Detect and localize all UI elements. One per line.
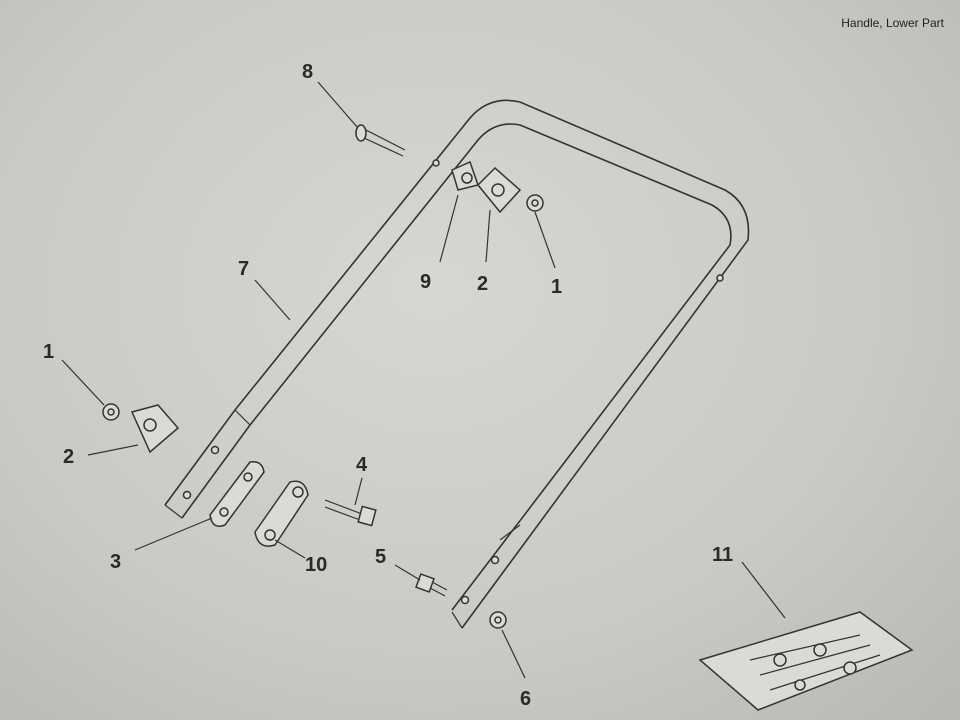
callout-1-top: 1 xyxy=(551,276,562,298)
callout-6: 6 xyxy=(520,688,531,710)
part-4-bolt xyxy=(324,499,377,527)
part-1-nut-top xyxy=(526,194,544,212)
callout-5: 5 xyxy=(375,546,386,568)
callout-4: 4 xyxy=(356,454,368,476)
callout-2-top: 2 xyxy=(477,273,488,295)
part-6-nut xyxy=(489,611,507,629)
callout-11: 11 xyxy=(712,544,733,566)
callout-labels: 8 7 9 2 1 1 2 4 3 10 5 11 6 xyxy=(43,61,733,710)
callout-3: 3 xyxy=(110,551,121,573)
part-3-plate xyxy=(209,460,265,527)
part-5-bolt xyxy=(415,573,448,597)
callout-7: 7 xyxy=(238,258,249,280)
callout-10: 10 xyxy=(305,554,327,576)
callout-2-left: 2 xyxy=(63,446,74,468)
part-9-washer xyxy=(451,160,479,191)
diagram-title: Handle, Lower Part xyxy=(841,16,944,30)
part-11-hardware-bag xyxy=(698,611,914,711)
part-10-link xyxy=(254,480,309,547)
callout-1-left: 1 xyxy=(43,341,54,363)
part-2-knob-left xyxy=(130,404,180,454)
part-2-knob-top xyxy=(476,166,522,214)
leader-lines xyxy=(61,81,786,679)
callout-8: 8 xyxy=(302,61,313,83)
callout-9: 9 xyxy=(420,271,431,293)
handle-frame xyxy=(164,99,750,629)
part-1-nut-left xyxy=(102,403,120,421)
part-8-bolt xyxy=(355,124,406,157)
